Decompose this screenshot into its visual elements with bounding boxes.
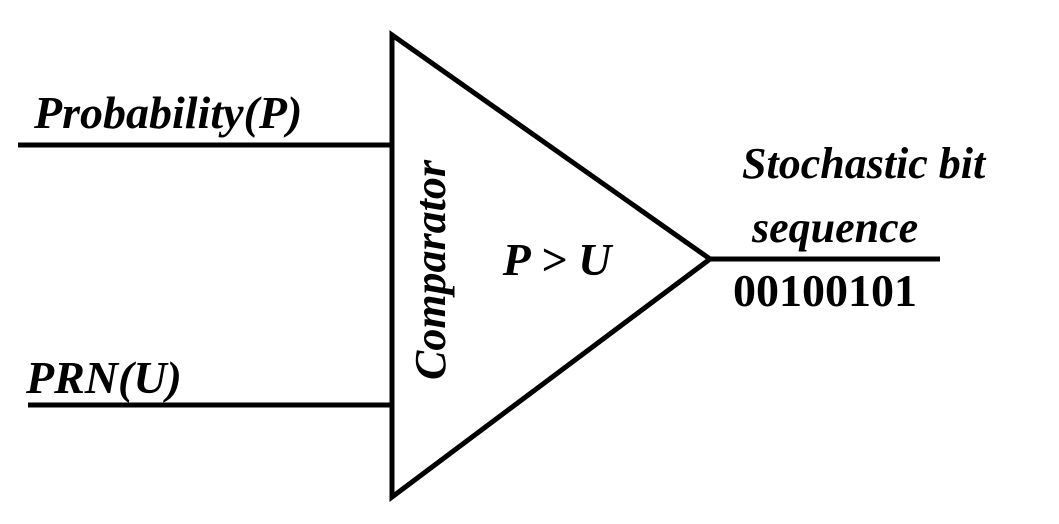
- comparator-condition: P > U: [502, 234, 615, 285]
- prn-input-label: PRN(U): [25, 352, 182, 403]
- output-label-line1: Stochastic bit: [742, 139, 987, 188]
- probability-input-label: Probability(P): [33, 87, 302, 138]
- output-bit-sequence: 00100101: [733, 265, 917, 316]
- comparator-triangle: [389, 30, 715, 502]
- output-label-line2: sequence: [751, 203, 918, 252]
- comparator-label: Comparator: [406, 159, 455, 380]
